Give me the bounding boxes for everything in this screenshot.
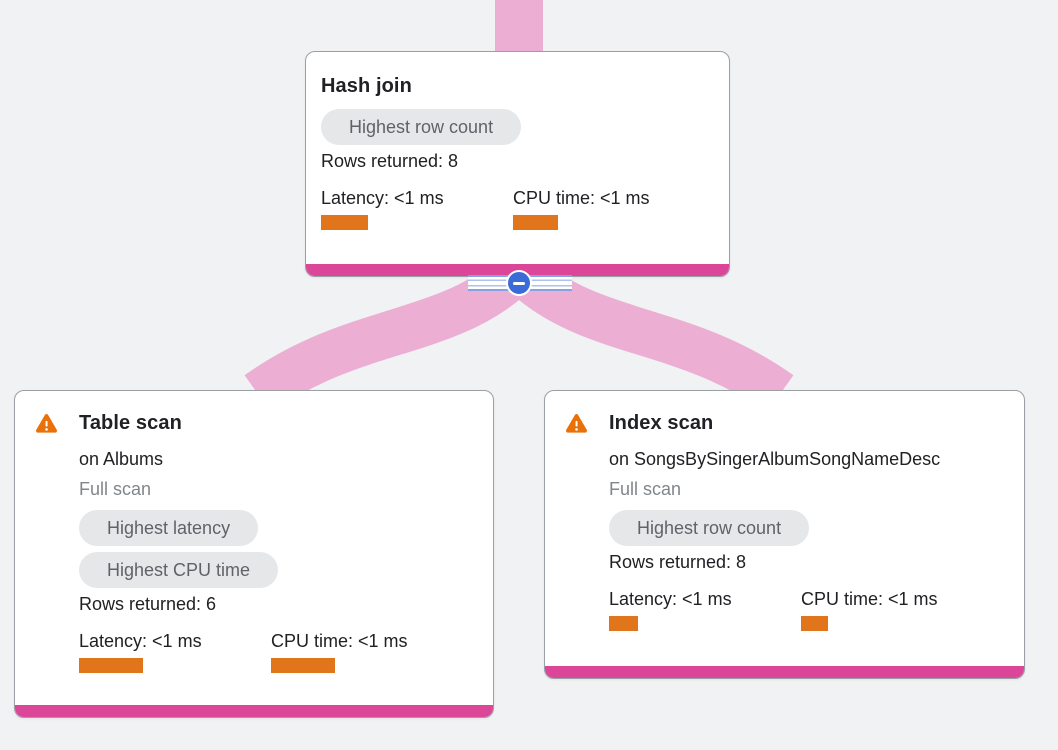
collapse-children-button[interactable] xyxy=(506,270,532,296)
cpu-time-label: CPU time: <1 ms xyxy=(271,631,408,651)
latency-bar xyxy=(321,215,368,230)
collapse-children-control xyxy=(468,270,572,296)
latency-bar xyxy=(79,658,143,673)
latency-label: Latency: <1 ms xyxy=(79,631,202,651)
scan-type: Full scan xyxy=(79,479,152,499)
cpu-time-label: CPU time: <1 ms xyxy=(801,589,938,609)
node-card-index-scan[interactable]: Index scan on SongsBySingerAlbumSongName… xyxy=(544,390,1025,679)
status-badge: Highest row count xyxy=(321,109,522,145)
latency-bar xyxy=(609,616,638,631)
node-accent-bar xyxy=(545,666,1024,678)
rows-returned-text: Rows returned: 8 xyxy=(321,151,459,171)
cpu-time-label: CPU time: <1 ms xyxy=(513,188,650,208)
status-badge: Highest CPU time xyxy=(79,552,279,588)
rows-returned-text: Rows returned: 6 xyxy=(79,594,217,614)
warning-icon xyxy=(565,414,588,438)
latency-label: Latency: <1 ms xyxy=(609,589,732,609)
latency-label: Latency: <1 ms xyxy=(321,188,444,208)
node-title: Hash join xyxy=(321,75,412,97)
scan-type: Full scan xyxy=(609,479,682,499)
node-accent-bar xyxy=(15,705,493,717)
scan-target: on SongsBySingerAlbumSongNameDesc xyxy=(609,449,941,469)
cpu-time-bar xyxy=(801,616,828,631)
node-card-hash-join[interactable]: Hash join Highest row count Rows returne… xyxy=(305,51,730,277)
cpu-time-bar xyxy=(271,658,335,673)
rows-returned-text: Rows returned: 8 xyxy=(609,552,747,572)
cpu-time-bar xyxy=(513,215,558,230)
edge-to-table-scan xyxy=(244,262,521,413)
status-badge: Highest row count xyxy=(609,510,810,546)
node-title: Table scan xyxy=(79,412,182,434)
parent-edge xyxy=(495,0,543,53)
warning-icon xyxy=(35,414,58,438)
edge-to-index-scan xyxy=(517,262,794,413)
minus-icon xyxy=(513,281,525,285)
scan-target: on Albums xyxy=(79,449,164,469)
node-title: Index scan xyxy=(609,412,714,434)
status-badge: Highest latency xyxy=(79,510,259,546)
node-card-table-scan[interactable]: Table scan on Albums Full scan Highest l… xyxy=(14,390,494,718)
